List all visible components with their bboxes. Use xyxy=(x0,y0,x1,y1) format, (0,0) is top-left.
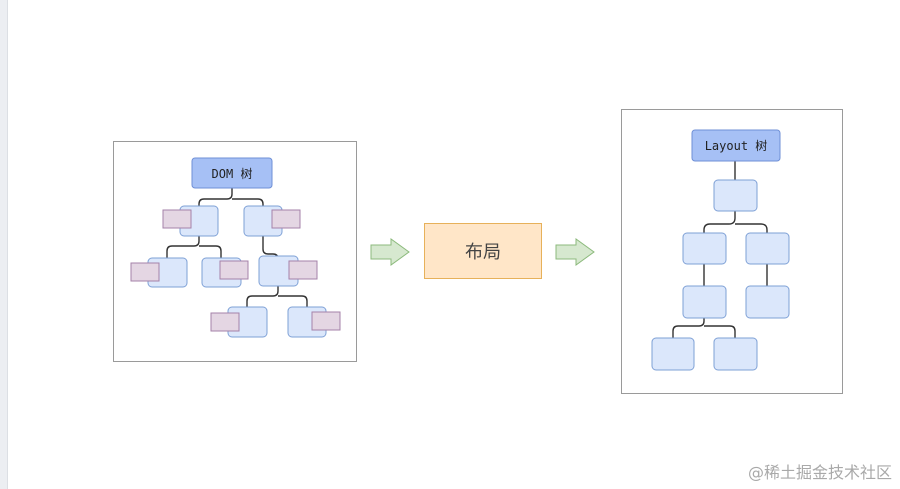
dom-tree-nodes xyxy=(130,205,341,338)
window-left-edge xyxy=(0,0,8,489)
layout-node xyxy=(745,232,790,265)
layout-tree-connectors xyxy=(672,161,768,338)
dom-root-label: DOM 树 xyxy=(212,166,253,181)
watermark: @稀土掘金技术社区 xyxy=(747,463,892,482)
layout-step-box: 布局 xyxy=(424,223,542,279)
dom-style-box xyxy=(311,311,341,331)
layout-root-node: Layout 树 xyxy=(691,129,781,162)
layout-node xyxy=(682,232,727,265)
layout-node xyxy=(713,337,758,371)
dom-style-box xyxy=(288,260,318,280)
dom-root-node: DOM 树 xyxy=(191,157,273,189)
arrow-to-layout-tree-icon xyxy=(555,238,595,266)
layout-tree-nodes xyxy=(651,179,790,371)
dom-style-box xyxy=(271,209,301,229)
dom-style-box xyxy=(130,262,160,282)
dom-style-box xyxy=(162,209,192,229)
arrow-to-layout-icon xyxy=(370,238,410,266)
layout-root-label: Layout 树 xyxy=(705,138,768,153)
layout-step-label: 布局 xyxy=(465,242,501,263)
dom-tree-connectors xyxy=(166,188,308,307)
layout-node xyxy=(651,337,695,371)
layout-node xyxy=(713,179,758,212)
dom-style-box xyxy=(210,312,240,332)
layout-node xyxy=(682,285,727,319)
layout-node xyxy=(745,285,790,319)
dom-style-box xyxy=(219,260,249,280)
